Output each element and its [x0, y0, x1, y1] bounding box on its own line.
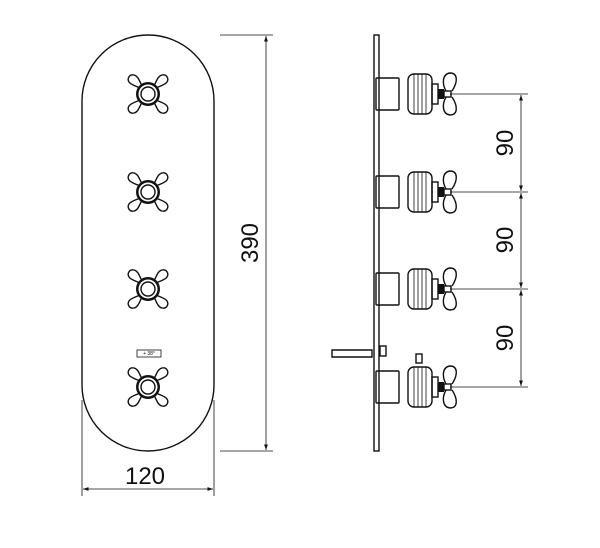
cross-handle-icon: [127, 367, 169, 407]
front-plate-outline: [81, 34, 215, 452]
spacing-label: 90: [492, 325, 519, 352]
wall-plate: [373, 34, 380, 452]
front-view: + 38° 390 120: [81, 34, 273, 496]
thermostat-knob-icon: [379, 345, 387, 357]
cross-handle-icon: [127, 172, 169, 212]
cross-handle-icon: [127, 269, 169, 309]
thermostat-pin-icon: [415, 353, 423, 364]
spacing-label: 90: [492, 227, 519, 254]
side-view: 90 90 90: [331, 34, 528, 452]
valve-body-icon: [375, 365, 457, 409]
valve-body-icon: [375, 267, 457, 311]
thermostat-lever-icon: [331, 349, 373, 358]
spacing-label: 90: [492, 130, 519, 157]
height-label: 390: [237, 223, 264, 263]
temperature-mark-box: [136, 349, 162, 358]
cross-handle-icon: [127, 74, 169, 114]
width-label: 120: [125, 463, 165, 490]
valve-body-icon: [375, 72, 457, 116]
valve-body-icon: [375, 170, 457, 214]
temperature-mark: + 38°: [143, 351, 155, 357]
